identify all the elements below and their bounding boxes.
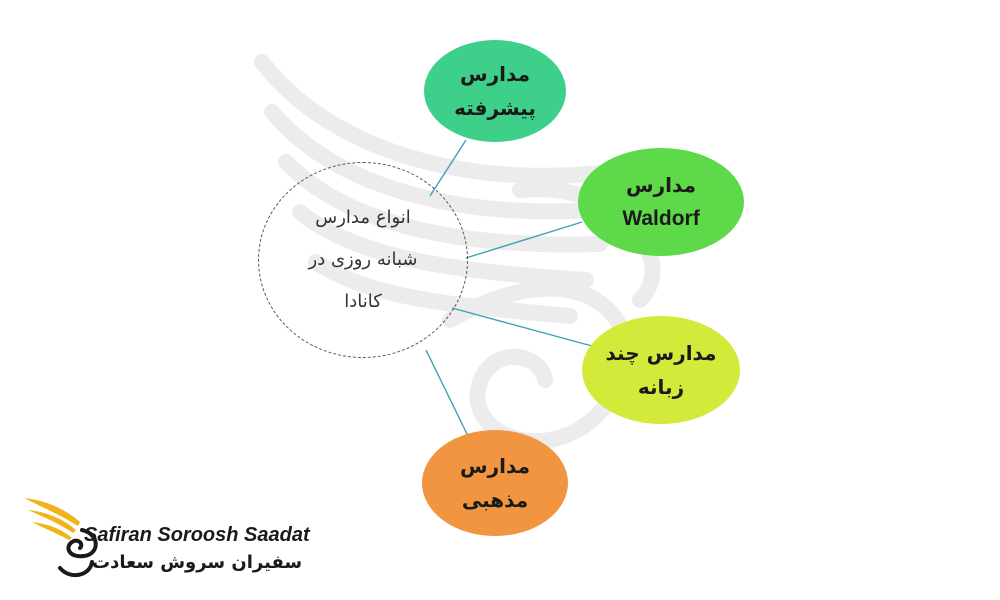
node-religious-schools: مدارس مذهبی: [422, 430, 568, 536]
wing-logo-icon: [24, 498, 98, 578]
node-multilingual-line-2: زبانه: [637, 375, 685, 399]
node-religious-line-2: مذهبی: [461, 488, 529, 512]
central-topic-line-3: کانادا: [344, 291, 382, 312]
node-advanced-line-1: مدارس: [460, 62, 530, 86]
node-waldorf-line-1: مدارس: [626, 173, 696, 197]
node-religious-line-1: مدارس: [460, 454, 530, 478]
connector-advanced: [429, 139, 467, 197]
node-waldorf-schools: مدارس Waldorf: [578, 148, 744, 256]
connector-multilingual: [451, 307, 593, 347]
node-waldorf-line-2: Waldorf: [622, 207, 700, 230]
central-topic-circle: انواع مدارس شبانه روزی در کانادا: [258, 162, 468, 358]
node-multilingual-line-1: مدارس چند: [605, 341, 717, 365]
company-logo: Safiran Soroosh Saadat سفیران سروش سعادت: [20, 490, 320, 590]
central-topic-line-2: شبانه روزی در: [308, 249, 418, 270]
brand-name-english: Safiran Soroosh Saadat: [84, 524, 310, 546]
central-topic-line-1: انواع مدارس: [315, 207, 411, 228]
node-advanced-schools: مدارس پیشرفته: [424, 40, 566, 142]
node-multilingual-schools: مدارس چند زبانه: [582, 316, 740, 424]
node-advanced-line-2: پیشرفته: [454, 96, 536, 120]
connector-religious: [425, 349, 469, 437]
brand-name-persian: سفیران سروش سعادت: [92, 552, 303, 573]
connector-waldorf: [465, 221, 583, 259]
